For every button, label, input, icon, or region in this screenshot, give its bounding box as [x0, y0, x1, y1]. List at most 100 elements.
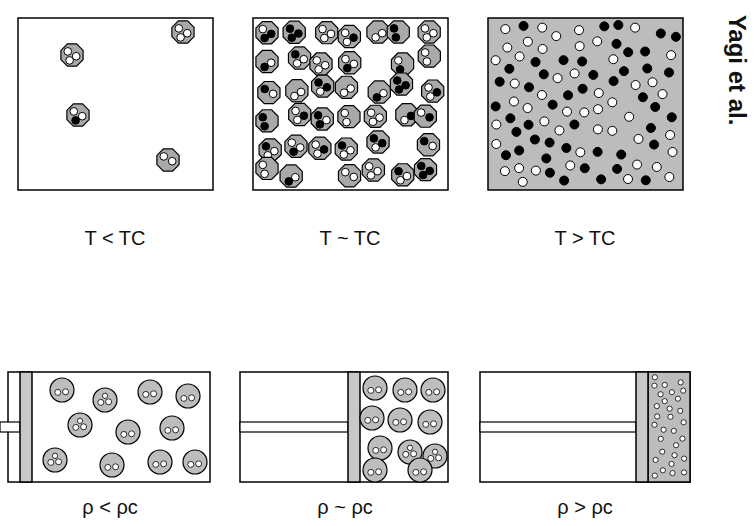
free-molecule	[524, 120, 533, 129]
dense-molecule	[672, 453, 677, 458]
free-molecule	[665, 68, 674, 77]
panel-low-temperature	[18, 18, 213, 190]
dense-molecule	[681, 388, 686, 393]
free-molecule	[537, 91, 546, 100]
free-molecule	[576, 148, 585, 157]
gas-molecule	[176, 384, 200, 408]
free-molecule	[512, 127, 521, 136]
free-molecule	[668, 147, 677, 156]
free-molecule	[641, 47, 650, 56]
molecular-cluster	[310, 53, 332, 75]
dense-molecule	[652, 422, 657, 427]
molecular-cluster	[256, 110, 278, 132]
free-molecule	[575, 42, 584, 51]
free-molecule	[652, 162, 661, 171]
molecular-cluster	[309, 137, 331, 159]
dense-molecule	[681, 470, 686, 475]
free-molecule	[509, 97, 518, 106]
gas-molecule	[360, 406, 384, 430]
molecular-cluster	[338, 106, 360, 128]
free-molecule	[600, 22, 609, 31]
free-molecule	[492, 139, 501, 148]
free-molecule	[545, 138, 554, 147]
free-molecule	[503, 43, 512, 52]
molecular-cluster	[285, 135, 307, 157]
free-molecule	[612, 39, 621, 48]
gas-molecule	[116, 420, 140, 444]
free-molecule	[548, 100, 557, 109]
free-molecule	[619, 67, 628, 76]
gas-molecule	[363, 458, 387, 482]
dense-molecule	[662, 399, 667, 404]
molecular-cluster	[172, 21, 194, 43]
free-molecule	[562, 143, 571, 152]
gas-molecule	[43, 448, 67, 472]
molecular-cluster	[339, 52, 361, 74]
molecular-cluster	[418, 21, 440, 43]
dense-molecule	[668, 414, 673, 419]
free-molecule	[580, 164, 589, 173]
free-molecule	[671, 32, 680, 41]
gas-molecule	[408, 458, 432, 482]
free-molecule	[578, 57, 587, 66]
free-molecule	[608, 126, 617, 135]
dense-molecule	[671, 428, 676, 433]
free-molecule	[597, 175, 606, 184]
molecular-cluster	[390, 73, 412, 95]
free-molecule	[631, 81, 640, 90]
gas-molecule	[388, 408, 412, 432]
free-molecule	[594, 105, 603, 114]
molecular-cluster	[335, 76, 357, 98]
dense-molecule	[678, 380, 683, 385]
molecular-cluster	[316, 22, 338, 44]
molecular-cluster	[256, 22, 278, 44]
molecular-cluster	[338, 25, 360, 47]
free-molecule	[641, 176, 650, 185]
free-molecule	[624, 175, 633, 184]
free-molecule	[545, 168, 554, 177]
dense-molecule	[667, 406, 672, 411]
molecular-cluster	[256, 50, 278, 72]
molecular-cluster	[61, 44, 83, 66]
free-molecule	[593, 37, 602, 46]
free-molecule	[560, 176, 569, 185]
molecular-cluster	[368, 81, 390, 103]
molecular-cluster	[418, 45, 440, 67]
free-molecule	[530, 135, 539, 144]
molecular-cluster	[256, 157, 278, 179]
dense-molecule	[678, 408, 683, 413]
free-molecule	[531, 58, 540, 67]
free-molecule	[609, 55, 618, 64]
gas-molecule	[160, 416, 184, 440]
free-molecule	[525, 83, 534, 92]
free-molecule	[613, 164, 622, 173]
free-molecule	[617, 150, 626, 159]
free-molecule	[563, 107, 572, 116]
gas-molecule	[393, 378, 417, 402]
gas-molecule	[50, 378, 74, 402]
free-molecule	[651, 102, 660, 111]
free-molecule	[667, 113, 676, 122]
free-molecule	[506, 114, 515, 123]
cylinder-low-density	[0, 372, 210, 482]
panel-high-temperature	[488, 18, 683, 190]
dense-molecule	[669, 390, 674, 395]
free-molecule	[667, 51, 676, 60]
free-molecule	[633, 160, 642, 169]
molecular-cluster	[67, 104, 89, 126]
density-label: ρ < ρc	[82, 496, 138, 518]
free-molecule	[566, 161, 575, 170]
molecular-cluster	[391, 53, 413, 75]
dense-molecule	[658, 436, 663, 441]
free-molecule	[538, 44, 547, 53]
dense-molecule	[669, 461, 674, 466]
piston	[348, 372, 360, 482]
molecular-cluster	[312, 75, 334, 97]
free-molecule	[624, 48, 633, 57]
dense-molecule	[660, 449, 665, 454]
dense-molecule	[675, 396, 680, 401]
free-molecule	[643, 64, 652, 73]
molecular-cluster	[367, 131, 389, 153]
molecular-cluster	[258, 82, 280, 104]
free-molecule	[665, 173, 674, 182]
